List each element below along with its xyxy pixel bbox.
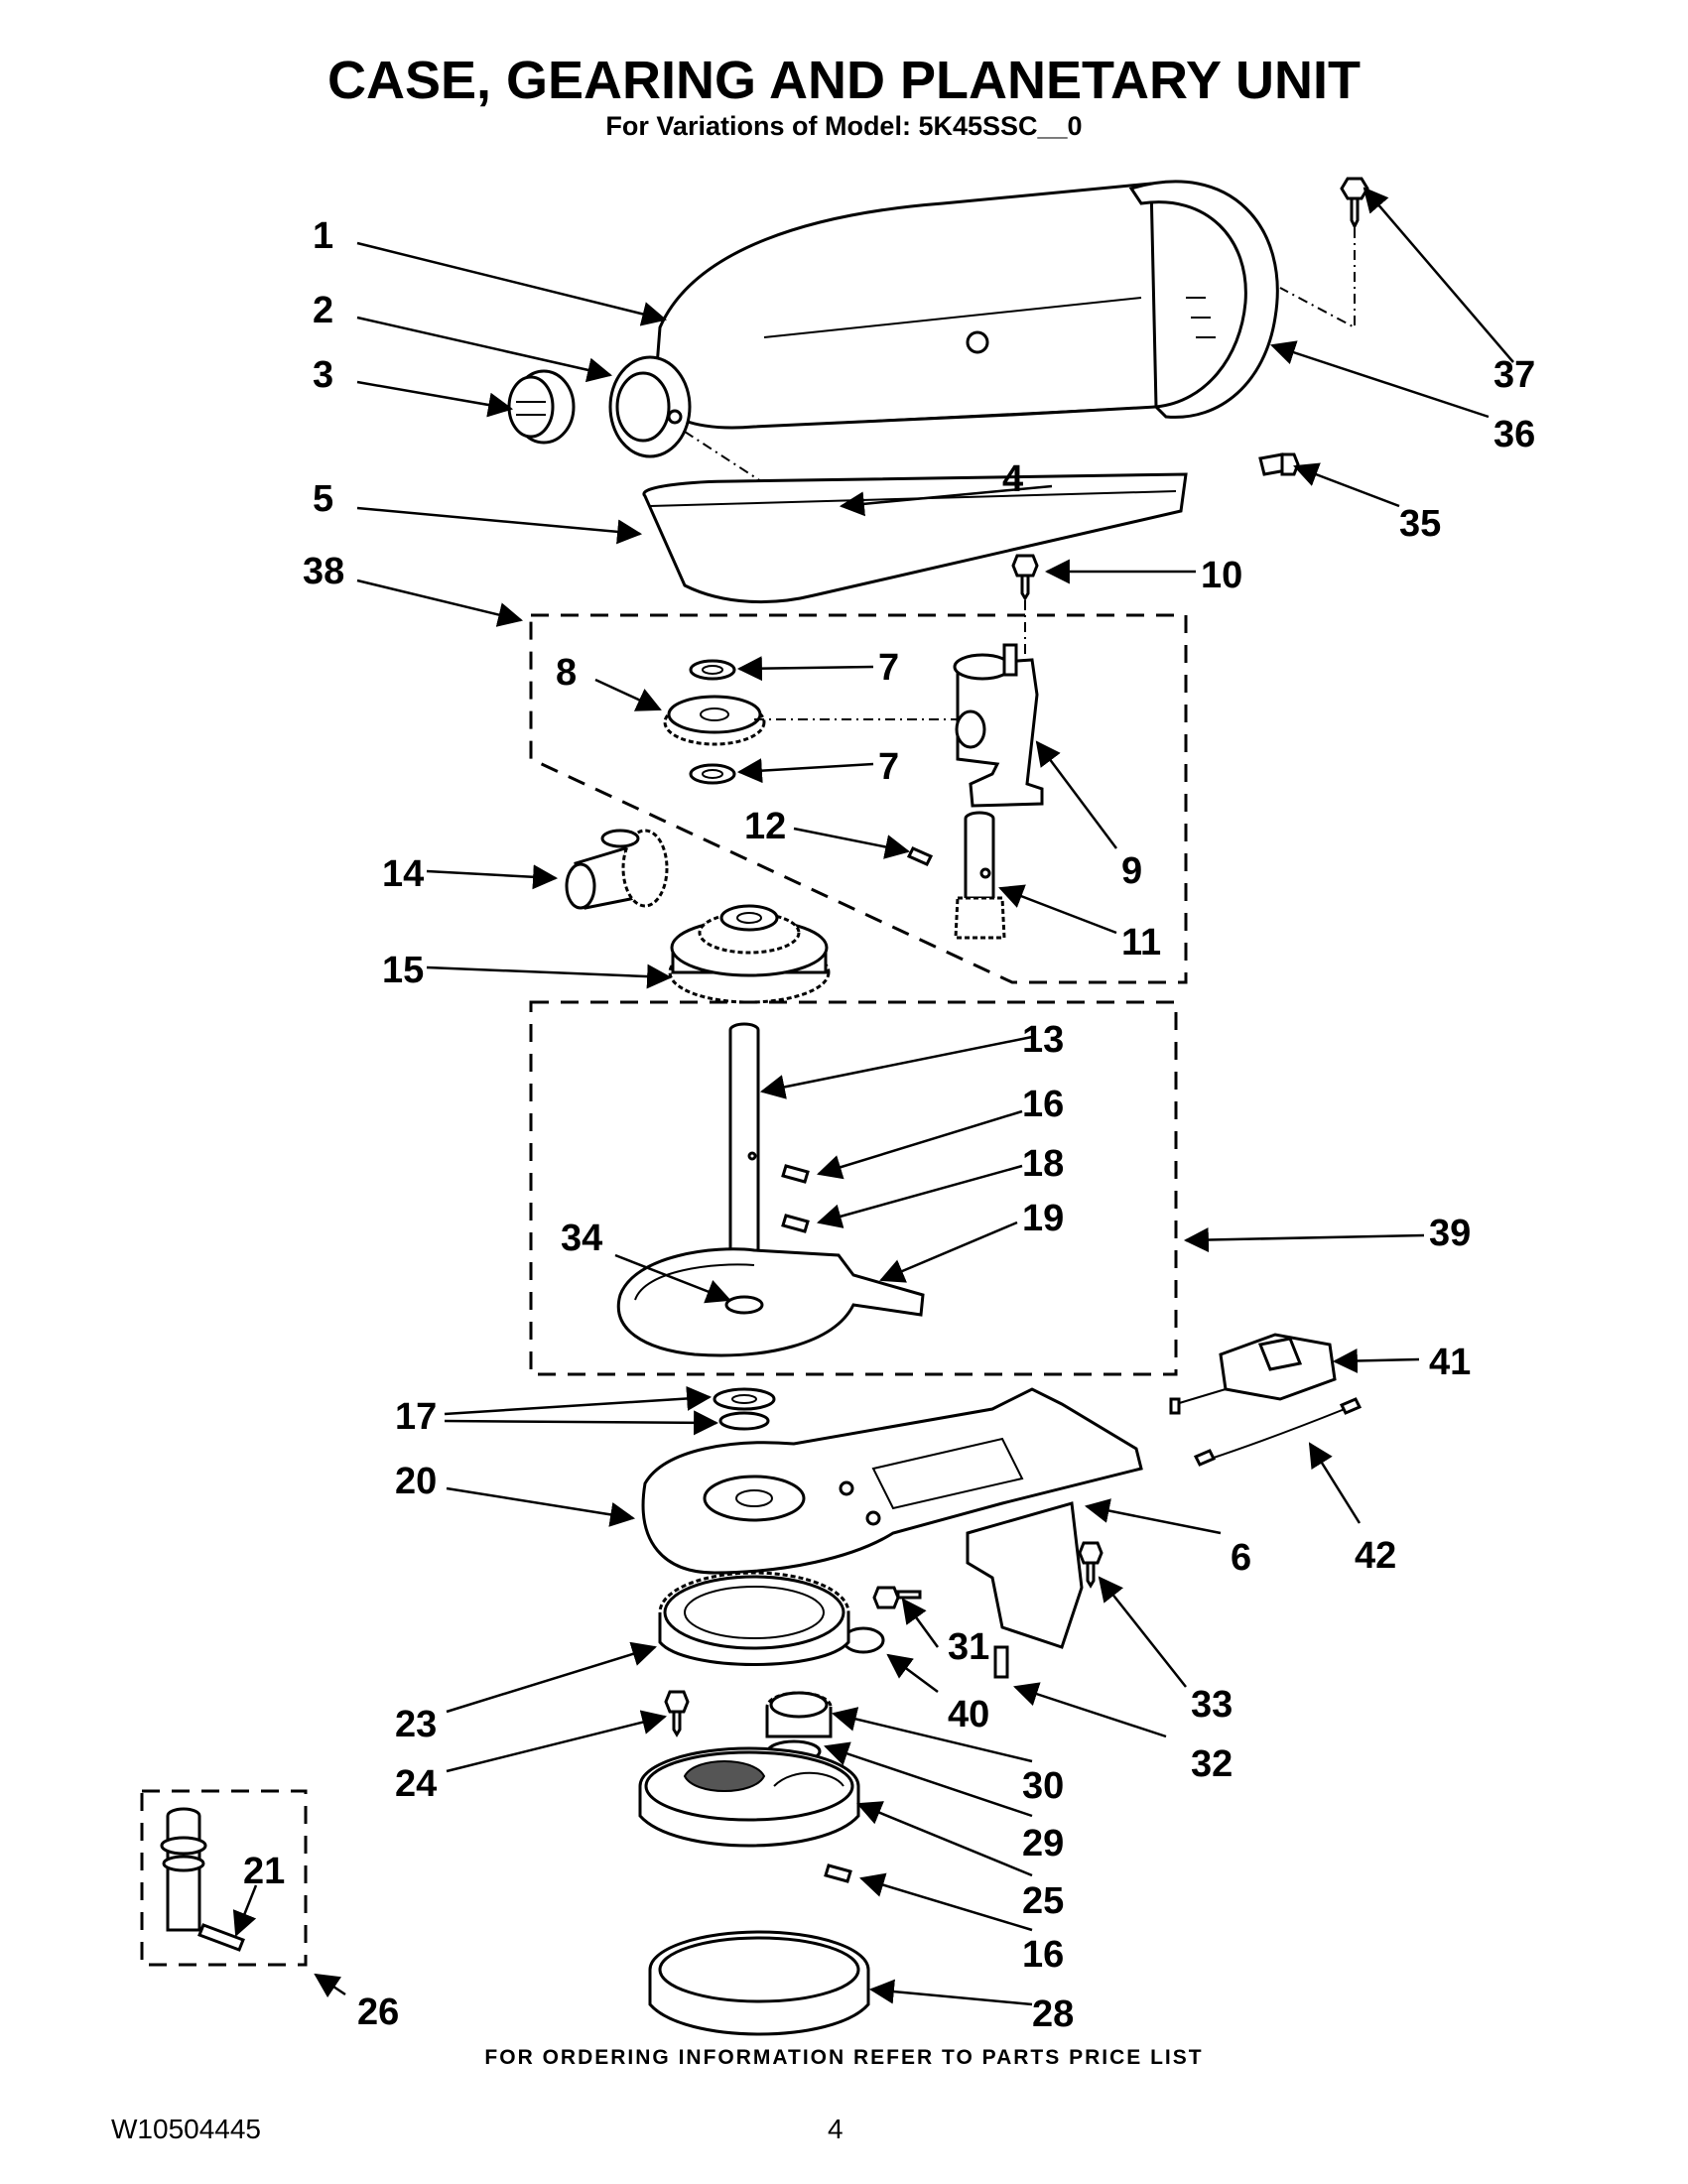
pin-32-part — [993, 1645, 1009, 1679]
callout-9: 9 — [1121, 850, 1142, 892]
callout-10: 10 — [1201, 555, 1242, 596]
callout-17: 17 — [395, 1396, 437, 1438]
planetary-shaft-part — [728, 1022, 760, 1272]
callout-32: 32 — [1191, 1743, 1233, 1785]
callout-20: 20 — [395, 1461, 437, 1502]
callout-34: 34 — [561, 1218, 602, 1259]
screw-35-part — [1258, 452, 1300, 476]
callout-36: 36 — [1493, 414, 1535, 455]
callout-31: 31 — [948, 1626, 989, 1668]
callout-21: 21 — [243, 1851, 285, 1892]
pin-16-upper-part — [781, 1164, 810, 1184]
callout-26: 26 — [357, 1991, 399, 2033]
callout-1: 1 — [313, 215, 333, 257]
callout-30: 30 — [1022, 1765, 1064, 1807]
callout-33: 33 — [1191, 1684, 1233, 1726]
screw-24-part — [664, 1690, 690, 1737]
washer-lower-part — [689, 763, 736, 785]
planetary-unit-part — [638, 1746, 860, 1848]
screw-33-part — [1078, 1541, 1104, 1589]
callout-6: 6 — [1231, 1537, 1251, 1579]
callout-39: 39 — [1429, 1213, 1471, 1254]
callout-23: 23 — [395, 1704, 437, 1745]
page-title: CASE, GEARING AND PLANETARY UNIT — [326, 51, 1362, 110]
worm-gear-part — [663, 695, 958, 746]
bevel-gear-14-part — [565, 829, 669, 910]
callout-25: 25 — [1022, 1880, 1064, 1922]
callout-13: 13 — [1022, 1019, 1064, 1061]
callout-12: 12 — [744, 806, 786, 847]
control-plate-part — [1169, 1333, 1337, 1415]
callout-15: 15 — [382, 950, 424, 991]
pin-18-part — [781, 1214, 810, 1233]
callout-18: 18 — [1022, 1143, 1064, 1185]
callout-24: 24 — [395, 1763, 437, 1805]
callout-40: 40 — [948, 1694, 989, 1735]
gear-case-gasket-part — [616, 1247, 925, 1357]
callout-3: 3 — [313, 354, 333, 396]
callout-numbers: 1 2 3 4 5 38 8 7 7 12 14 15 9 11 13 16 1… — [243, 215, 1535, 2035]
subassembly-26-boundary — [140, 1789, 308, 1967]
callout-35: 35 — [1399, 503, 1441, 545]
callout-16-upper: 16 — [1022, 1084, 1064, 1125]
callout-7-lower: 7 — [878, 746, 899, 788]
leader-lines — [232, 187, 1514, 2006]
hub-cover-part — [507, 369, 576, 445]
ring-gear-part — [658, 1571, 850, 1666]
wire-part — [1193, 1397, 1363, 1467]
callout-5: 5 — [313, 478, 333, 520]
callout-19: 19 — [1022, 1198, 1064, 1239]
callout-38: 38 — [303, 551, 344, 592]
gasket-part — [642, 472, 1188, 604]
callout-14: 14 — [382, 853, 424, 895]
callout-7-upper: 7 — [878, 647, 899, 689]
washers-17-part — [713, 1387, 776, 1431]
gear-bracket-part — [953, 643, 1044, 808]
screw-37-part — [1279, 177, 1369, 329]
screw-31-part — [872, 1586, 922, 1609]
page-number: 4 — [828, 2114, 844, 2144]
pin-16-lower-part — [824, 1863, 852, 1883]
pin-12-part — [906, 846, 934, 866]
washer-upper-part — [689, 659, 736, 681]
gear-case-part — [641, 1387, 1143, 1575]
callout-29: 29 — [1022, 1823, 1064, 1864]
attachment-shaft-part — [160, 1807, 245, 1952]
rear-trim-band-part — [1128, 180, 1279, 419]
model-subtitle: For Variations of Model: 5K45SSC__0 — [605, 111, 1083, 141]
planetary-trim-band-part — [648, 1930, 870, 2036]
callout-2: 2 — [313, 290, 333, 331]
motor-housing-part — [608, 182, 1158, 458]
pinion-shaft-part — [954, 811, 1006, 940]
callout-42: 42 — [1355, 1535, 1396, 1577]
callout-41: 41 — [1429, 1342, 1471, 1383]
document-number: W10504445 — [111, 2114, 262, 2144]
callout-28: 28 — [1032, 1993, 1074, 2035]
subassembly-39-boundary — [529, 1000, 1178, 1376]
ordering-note: FOR ORDERING INFORMATION REFER TO PARTS … — [484, 2046, 1204, 2069]
callout-11: 11 — [1121, 922, 1161, 964]
callout-37: 37 — [1493, 354, 1535, 396]
callout-8: 8 — [556, 652, 577, 694]
callout-16-lower: 16 — [1022, 1934, 1064, 1976]
rear-bracket-part — [966, 1501, 1084, 1649]
callout-4: 4 — [1002, 458, 1023, 500]
subassembly-38-boundary — [529, 613, 1188, 984]
large-gear-part — [668, 904, 831, 1004]
